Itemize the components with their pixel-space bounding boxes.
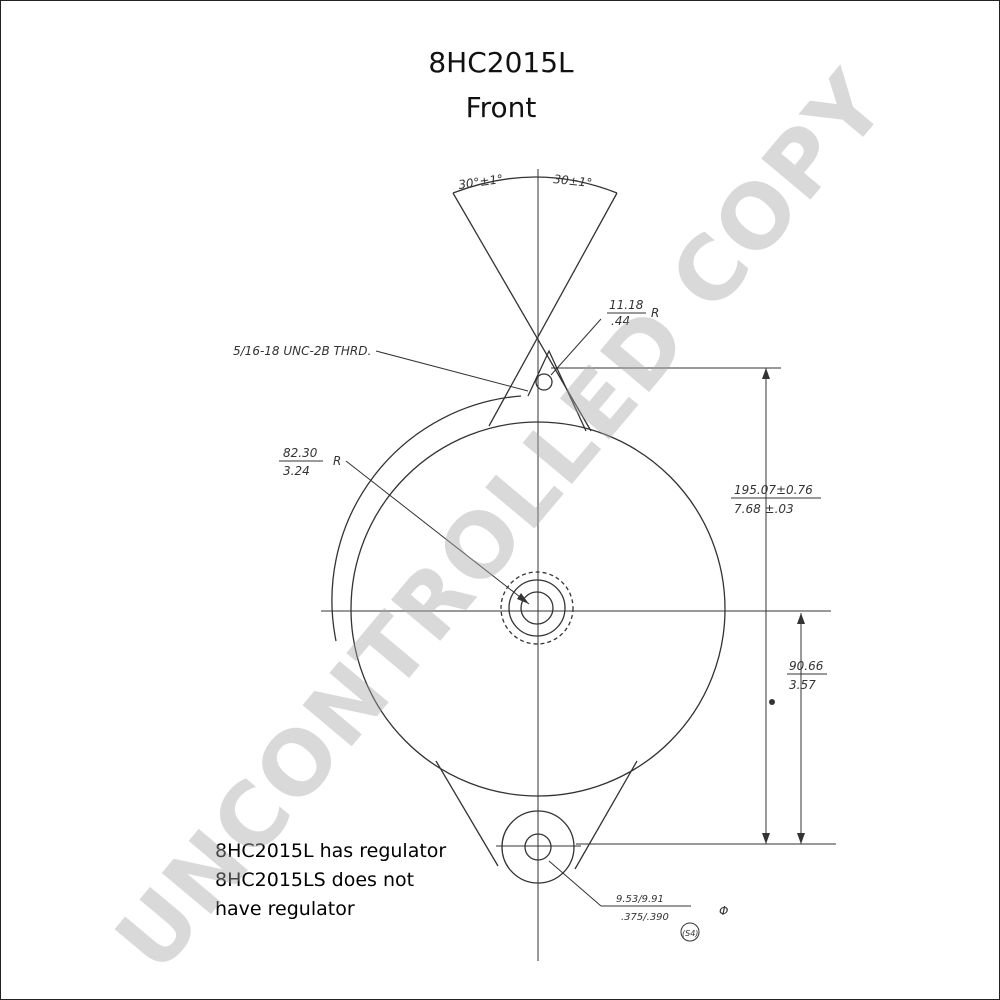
bottom-mount-hole	[524, 833, 552, 861]
housing-outline	[350, 421, 726, 797]
height-imperial-label: 7.68 ±.03	[734, 502, 794, 516]
drawing-title: 8HC2015L	[428, 46, 574, 79]
small-radius-metric: 11.18	[609, 298, 644, 312]
radius-leader	[345, 460, 530, 605]
large-radius-metric: 82.30	[283, 446, 318, 460]
offset-metric-label: 90.66	[789, 659, 824, 673]
hole-metric-label: 9.53/9.91	[616, 894, 664, 905]
top-ear	[527, 349, 587, 432]
swing-arc	[331, 395, 522, 642]
bottom-ear-left	[435, 760, 499, 867]
large-radius-suffix: R	[333, 454, 341, 468]
hole-imperial-label: .375/.390	[621, 912, 669, 923]
stamp-label: (S4)	[682, 929, 698, 938]
thread-leader	[375, 350, 529, 392]
height-arrow-top	[762, 368, 770, 379]
large-radius-imperial: 3.24	[283, 464, 310, 478]
datum-dot	[769, 699, 775, 705]
angle-left-label: 30°±1°	[457, 172, 503, 192]
offset-imperial-label: 3.57	[789, 678, 816, 692]
regulator-note-line: 8HC2015L has regulator	[215, 840, 447, 862]
radius-arrow	[517, 593, 529, 604]
pulley-nut	[500, 571, 574, 645]
small-radius-suffix: R	[651, 306, 659, 320]
bottom-ear-right	[574, 760, 638, 870]
angle-arc	[452, 176, 618, 194]
hole-leader	[548, 860, 602, 907]
drawing-subtitle: Front	[465, 91, 537, 124]
top-threaded-hole	[535, 373, 553, 391]
regulator-note-line: have regulator	[215, 898, 355, 920]
stamp-circle	[680, 922, 700, 942]
regulator-note-line: 8HC2015LS does not	[215, 869, 415, 891]
shaft	[520, 591, 554, 625]
offset-arrow-bottom	[797, 833, 805, 844]
height-arrow-bottom	[762, 833, 770, 844]
shaft-collar	[508, 579, 566, 637]
hole-suffix-label: Φ	[719, 904, 728, 918]
thread-spec-label: 5/16-18 UNC-2B THRD.	[233, 344, 371, 358]
height-metric-label: 195.07±0.76	[734, 483, 813, 497]
bottom-ear-boss	[501, 810, 575, 884]
angle-right-label: 30±1°	[553, 172, 593, 190]
small-radius-imperial: .44	[611, 314, 630, 328]
small-radius-leader	[550, 318, 602, 376]
offset-arrow-top	[797, 613, 805, 624]
wedge-line-right	[488, 192, 618, 427]
